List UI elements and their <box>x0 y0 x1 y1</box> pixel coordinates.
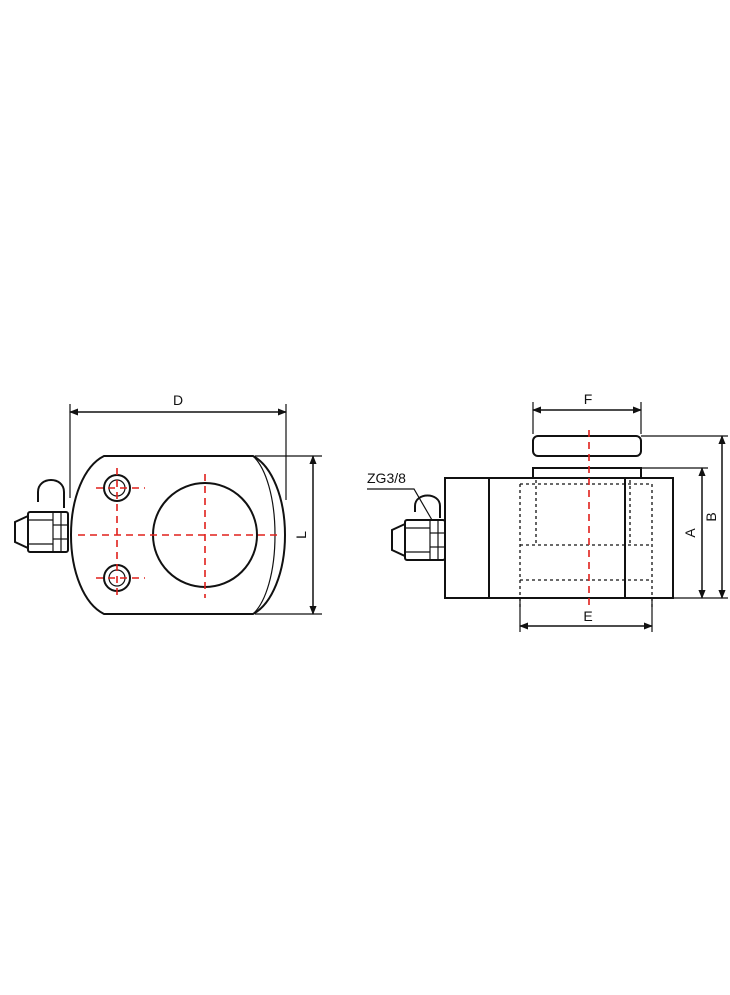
label-b: B <box>703 512 719 521</box>
top-view <box>69 455 287 615</box>
dimension-e: E <box>519 598 653 632</box>
dimension-a: A <box>641 467 708 599</box>
dimension-d: D <box>69 392 287 500</box>
label-e: E <box>583 608 592 624</box>
saddle-cap <box>532 435 642 457</box>
plunger-top <box>532 467 642 479</box>
port-callout: ZG3/8 <box>367 470 433 521</box>
side-view <box>444 430 674 610</box>
label-a: A <box>682 528 698 538</box>
coupler-right <box>391 494 446 561</box>
dimension-l: L <box>255 455 322 615</box>
coupler-left <box>14 479 69 553</box>
dimension-b: B <box>641 435 728 599</box>
label-f: F <box>584 391 593 407</box>
side-body <box>444 477 674 599</box>
label-l: L <box>293 531 309 539</box>
label-d: D <box>173 392 183 408</box>
label-port: ZG3/8 <box>367 470 406 486</box>
dimension-f: F <box>532 391 642 434</box>
